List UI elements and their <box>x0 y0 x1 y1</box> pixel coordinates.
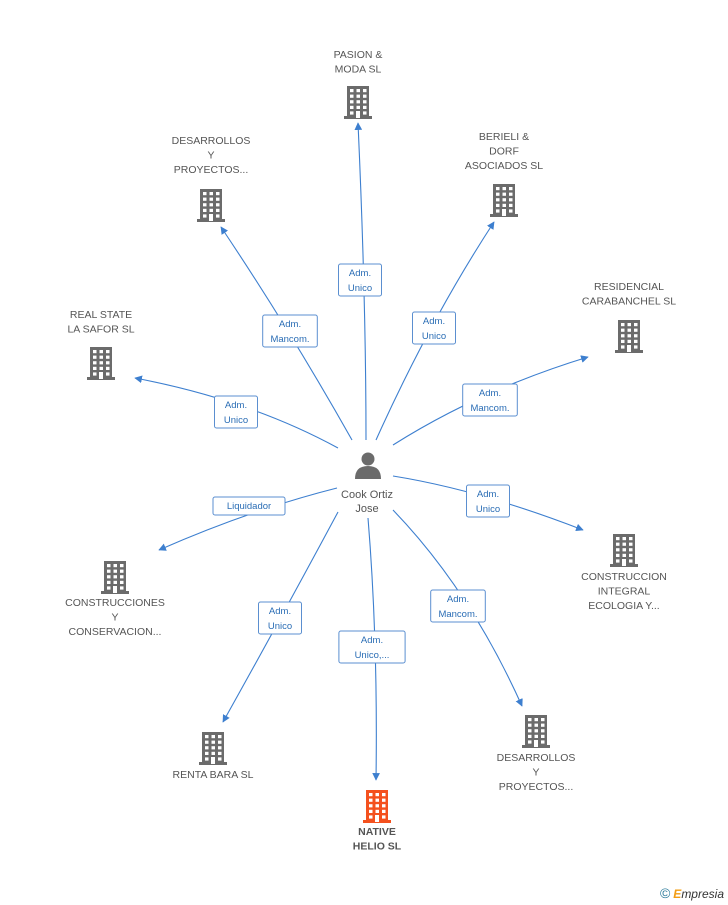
company-label-pasion[interactable]: PASION & MODA SL <box>334 49 383 76</box>
relation-badge-renta-bara[interactable]: Adm. Unico <box>258 601 302 635</box>
company-name-line: REAL STATE <box>70 309 132 321</box>
relation-text: Mancom. <box>470 403 509 414</box>
relation-badge-construcciones[interactable]: Liquidador <box>212 496 286 516</box>
relation-text: Adm. <box>477 489 499 500</box>
relation-text: Unico <box>268 621 292 632</box>
building-icon-renta-bara[interactable] <box>199 732 227 765</box>
relation-text: Mancom. <box>270 334 309 345</box>
company-name-line: INTEGRAL <box>598 586 651 598</box>
company-name-line: CONSERVACION... <box>69 626 162 638</box>
person-icon <box>355 452 381 479</box>
relation-badge-native-helio[interactable]: Adm. Unico,... <box>338 630 406 664</box>
relation-text: Adm. <box>349 268 371 279</box>
company-name-line: Y <box>532 767 539 779</box>
relation-text: Adm. <box>279 319 301 330</box>
building-icon-desarrollos-2[interactable] <box>522 715 550 748</box>
company-name-line: ASOCIADOS SL <box>465 160 543 172</box>
footer-brand: ©Empresia <box>660 885 724 901</box>
relation-text: Adm. <box>479 388 501 399</box>
building-icon-residencial[interactable] <box>615 320 643 353</box>
company-name-line: DESARROLLOS <box>172 135 251 147</box>
company-name-line: RESIDENCIAL <box>594 281 664 293</box>
relation-badge-construccion-integral[interactable]: Adm. Unico <box>466 484 510 518</box>
relation-text: Adm. <box>361 635 383 646</box>
company-name-line: CONSTRUCCIONES <box>65 597 165 609</box>
company-name-line: CARABANCHEL SL <box>582 296 676 308</box>
relation-badge-desarrollos-1[interactable]: Adm. Mancom. <box>262 314 318 348</box>
company-name-line: CONSTRUCCION <box>581 571 667 583</box>
copyright-symbol: © <box>659 885 671 901</box>
building-icon-desarrollos-1[interactable] <box>197 189 225 222</box>
company-name-line: Y <box>111 612 118 624</box>
company-name-line: Y <box>207 150 214 162</box>
building-icon-construccion-integral[interactable] <box>610 534 638 567</box>
relation-text: Unico <box>348 283 372 294</box>
company-label-native-helio[interactable]: NATIVE HELIO SL <box>353 826 402 853</box>
relation-text: Unico,... <box>355 650 390 661</box>
company-name-line: LA SAFOR SL <box>67 324 134 336</box>
relation-text: Liquidador <box>227 501 271 512</box>
company-name-line: BERIELI & <box>479 131 529 143</box>
relation-text: Adm. <box>225 400 247 411</box>
company-name-line: PROYECTOS... <box>174 164 249 176</box>
building-icon-berieli[interactable] <box>490 184 518 217</box>
relation-text: Adm. <box>423 316 445 327</box>
relation-badge-real-state[interactable]: Adm. Unico <box>214 395 258 429</box>
company-label-berieli[interactable]: BERIELI & DORF ASOCIADOS SL <box>465 131 543 172</box>
building-icon-construcciones[interactable] <box>101 561 129 594</box>
company-label-construcciones[interactable]: CONSTRUCCIONES Y CONSERVACION... <box>65 597 165 638</box>
relation-text: Adm. <box>269 606 291 617</box>
relation-badge-berieli[interactable]: Adm. Unico <box>412 311 456 345</box>
company-name-line: PROYECTOS... <box>499 781 574 793</box>
company-name-line: DORF <box>489 146 519 158</box>
relation-text: Adm. <box>447 594 469 605</box>
relation-text: Mancom. <box>438 609 477 620</box>
company-name-line: NATIVE <box>358 826 396 838</box>
brand-logo-text: mpresia <box>681 887 724 901</box>
company-label-desarrollos-2[interactable]: DESARROLLOS Y PROYECTOS... <box>497 752 576 793</box>
relation-text: Unico <box>422 331 446 342</box>
company-name-line: HELIO SL <box>353 841 402 853</box>
building-icon-pasion[interactable] <box>344 86 372 119</box>
relation-badge-pasion[interactable]: Adm. Unico <box>338 263 382 297</box>
relation-text: Unico <box>476 504 500 515</box>
company-name-line: RENTA BARA SL <box>173 769 254 781</box>
relation-badge-desarrollos-2[interactable]: Adm. Mancom. <box>430 589 486 623</box>
company-name-line: DESARROLLOS <box>497 752 576 764</box>
company-name-line: MODA SL <box>335 64 382 76</box>
relation-text: Unico <box>224 415 248 426</box>
company-name-line: PASION & <box>334 49 383 61</box>
person-name-line: Cook Ortiz <box>341 489 393 501</box>
company-label-real-state[interactable]: REAL STATE LA SAFOR SL <box>67 309 134 336</box>
relation-badge-residencial[interactable]: Adm. Mancom. <box>462 383 518 417</box>
company-label-renta-bara[interactable]: RENTA BARA SL <box>173 769 254 781</box>
company-label-residencial[interactable]: RESIDENCIAL CARABANCHEL SL <box>582 281 676 308</box>
company-label-desarrollos-1[interactable]: DESARROLLOS Y PROYECTOS... <box>172 135 251 176</box>
company-name-line: ECOLOGIA Y... <box>588 600 659 612</box>
company-label-construccion-integral[interactable]: CONSTRUCCION INTEGRAL ECOLOGIA Y... <box>581 571 667 612</box>
building-icon-native-helio[interactable] <box>363 790 391 823</box>
person-name-line: Jose <box>355 503 378 515</box>
brand-logo-initial: E <box>673 887 682 901</box>
building-icon-real-state[interactable] <box>87 347 115 380</box>
